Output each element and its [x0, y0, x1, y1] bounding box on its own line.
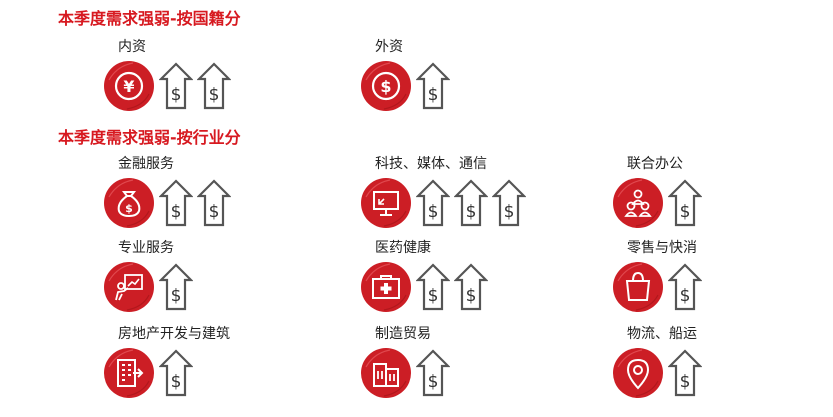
indicator-row: $: [103, 177, 235, 229]
money-bag-icon: $: [103, 177, 155, 229]
indicator-row: [360, 177, 530, 229]
building-icon: [103, 347, 155, 399]
section-title-industry: 本季度需求强弱-按行业分: [58, 128, 241, 147]
indicator-row: [612, 177, 706, 229]
location-pin-icon: [612, 347, 664, 399]
svg-text:¥: ¥: [123, 77, 134, 96]
group-tmt: 科技、媒体、通信: [360, 155, 590, 225]
dollar-up-arrow-icon: [159, 349, 193, 397]
indicator-row: [103, 261, 197, 313]
svg-text:$: $: [125, 202, 133, 215]
dollar-up-arrow-icon: [159, 179, 193, 227]
indicator-row: [360, 261, 492, 313]
group-label: 制造贸易: [375, 326, 431, 342]
indicator-row: ¥: [103, 60, 235, 112]
dollar-up-arrow-icon: [159, 263, 193, 311]
dollar-up-arrow-icon: [197, 179, 231, 227]
group-label: 科技、媒体、通信: [375, 156, 487, 172]
group-label: 金融服务: [118, 156, 174, 172]
shopping-bag-icon: [612, 261, 664, 313]
dollar-up-arrow-icon: [416, 179, 450, 227]
medical-kit-icon: [360, 261, 412, 313]
group-label: 零售与快消: [627, 240, 697, 256]
group-manufacturing-trade: 制造贸易: [360, 325, 590, 395]
dollar-up-arrow-icon: [416, 263, 450, 311]
group-label: 内资: [118, 39, 146, 55]
group-label: 联合办公: [627, 156, 683, 172]
yen-coin-icon: ¥: [103, 60, 155, 112]
group-coworking: 联合办公: [612, 155, 812, 225]
group-logistics-shipping: 物流、船运: [612, 325, 812, 395]
dollar-up-arrow-icon: [159, 62, 193, 110]
dollar-up-arrow-icon: [454, 263, 488, 311]
indicator-row: $: [360, 60, 454, 112]
svg-text:$: $: [380, 77, 391, 96]
group-foreign: 外资 $: [360, 38, 590, 108]
indicator-row: [360, 347, 454, 399]
indicator-row: [612, 261, 706, 313]
section-title-nationality: 本季度需求强弱-按国籍分: [58, 9, 241, 28]
indicator-row: [103, 347, 197, 399]
dollar-up-arrow-icon: [668, 179, 702, 227]
dollar-up-arrow-icon: [454, 179, 488, 227]
group-retail-fmcg: 零售与快消: [612, 239, 812, 309]
group-professional-services: 专业服务: [103, 239, 333, 309]
group-label: 医药健康: [375, 240, 431, 256]
dollar-up-arrow-icon: [668, 263, 702, 311]
group-financial-services: 金融服务 $: [103, 155, 333, 225]
group-label: 房地产开发与建筑: [118, 326, 230, 342]
dollar-up-arrow-icon: [197, 62, 231, 110]
group-healthcare: 医药健康: [360, 239, 590, 309]
presentation-icon: [103, 261, 155, 313]
people-icon: [612, 177, 664, 229]
group-label: 外资: [375, 39, 403, 55]
group-label: 专业服务: [118, 240, 174, 256]
dollar-up-arrow-icon: [492, 179, 526, 227]
dollar-up-arrow-icon: [668, 349, 702, 397]
group-domestic: 内资 ¥: [103, 38, 333, 108]
factory-icon: [360, 347, 412, 399]
dollar-up-arrow-icon: [416, 62, 450, 110]
group-label: 物流、船运: [627, 326, 697, 342]
group-real-estate-construction: 房地产开发与建筑: [103, 325, 333, 395]
indicator-row: [612, 347, 706, 399]
dollar-coin-icon: $: [360, 60, 412, 112]
dollar-up-arrow-icon: [416, 349, 450, 397]
monitor-icon: [360, 177, 412, 229]
